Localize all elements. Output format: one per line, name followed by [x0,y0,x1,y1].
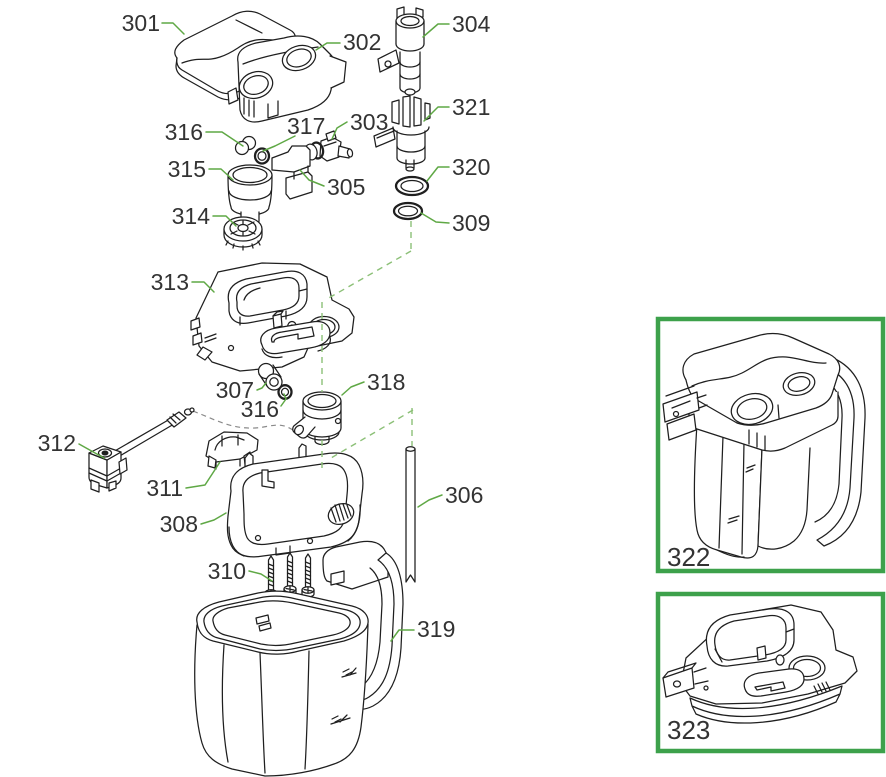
screw-3 [301,553,315,598]
part-317-seal-ring [253,147,271,165]
leader-321 [423,106,450,122]
part-label-307: 307 [216,377,254,403]
part-316-upper-plug [234,135,257,156]
part-label-315: 315 [168,156,206,182]
part-318-connector [292,391,342,446]
part-label-313: 313 [151,269,189,295]
part-label-303: 303 [350,109,388,135]
leader-305 [299,169,325,187]
part-302-lid-top-body [227,35,347,123]
leader-320 [426,166,450,182]
leader-307 [256,382,267,391]
part-label-304: 304 [452,11,491,37]
part-label-321: 321 [452,94,490,120]
part-310-screws [264,552,315,601]
part-label-302: 302 [343,29,381,55]
inset-322-assembled-view [662,332,866,559]
leader-317 [262,135,296,152]
part-308-lid-inner-frame [226,443,364,558]
tube-routing-dashed-path [192,410,294,431]
inset-label-322: 322 [667,542,710,572]
part-304-frother-valve [377,6,425,96]
leader-309 [420,212,450,224]
part-label-301: 301 [122,10,160,36]
leader-314 [212,215,237,227]
part-320-o-ring [394,175,430,197]
inset-322: 322 [655,316,886,574]
part-314-knob [223,216,263,251]
assembly-axes [321,221,414,468]
part-307-plug [257,362,283,391]
part-312-milk-tube [88,407,195,493]
part-label-310: 310 [208,558,246,584]
leader-304 [422,23,450,38]
part-label-306: 306 [445,482,483,508]
part-label-314: 314 [172,203,211,229]
part-number-labels: 301 302 304 321 316 317 303 315 305 320 … [38,10,491,642]
leader-301 [161,22,185,35]
part-label-319: 319 [417,616,455,642]
inset-323-lid-assembly-view [662,604,858,724]
part-319-container [194,540,404,777]
level-mark-lower [330,714,351,725]
leader-316-lower [280,393,287,407]
leader-lines [78,22,450,642]
leader-302 [315,42,341,51]
leader-318 [341,381,365,396]
part-label-309: 309 [452,210,490,236]
leader-306 [417,494,443,508]
part-label-311: 311 [146,475,183,501]
leader-316-upper [205,131,244,147]
part-321-valve [373,95,431,172]
part-309-o-ring [392,201,424,221]
leader-303 [331,121,348,140]
leader-310 [248,570,273,582]
leader-308 [200,512,227,525]
screw-2 [283,552,297,597]
part-label-316-lower: 316 [241,396,279,422]
part-label-316-upper: 316 [165,119,203,145]
part-313-lid-main-frame [190,262,355,372]
part-label-320: 320 [452,154,490,180]
part-label-305: 305 [327,174,365,200]
leader-315 [208,168,234,181]
level-mark-upper [341,667,357,678]
leader-319 [390,629,415,642]
inset-323: 323 [655,591,886,754]
part-label-312: 312 [38,430,76,456]
part-label-318: 318 [367,369,405,395]
part-label-308: 308 [160,511,198,537]
leader-313 [191,281,215,293]
part-315-dispenser-cup [227,145,313,226]
inset-label-323: 323 [667,715,710,745]
part-label-317: 317 [287,113,325,139]
leader-311 [185,461,221,489]
part-306-suction-pipe [405,446,416,583]
leader-312 [78,443,105,459]
